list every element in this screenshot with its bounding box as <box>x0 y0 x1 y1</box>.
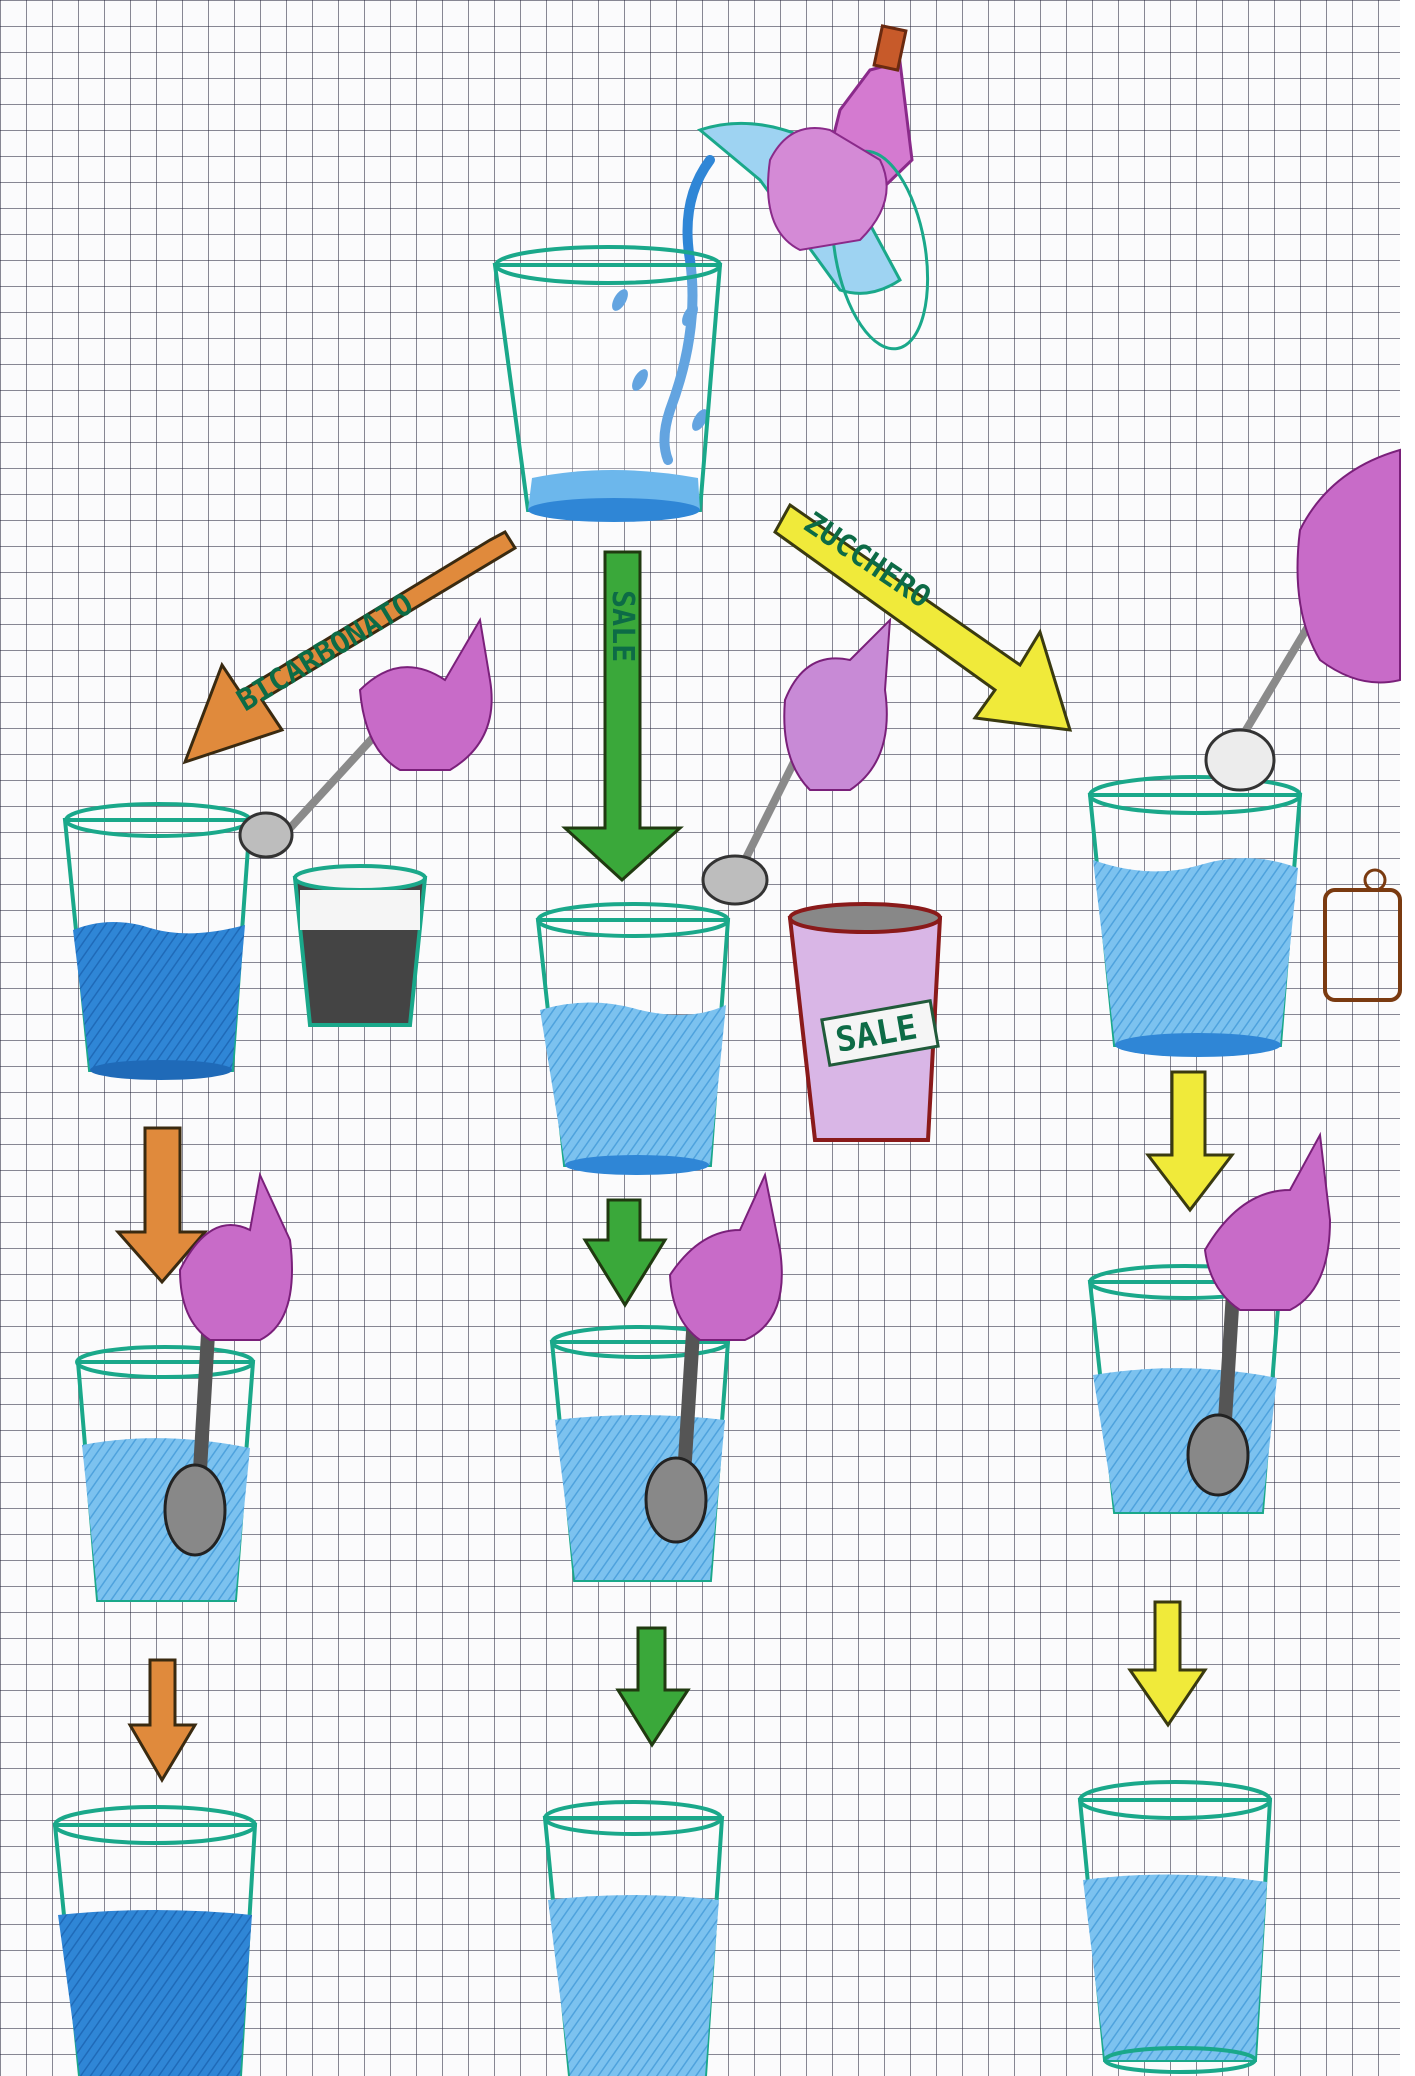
hand-icon <box>360 620 492 770</box>
top-pouring-scene <box>495 26 942 522</box>
hand-icon <box>784 620 890 790</box>
arrow-sale-2 <box>585 1200 665 1305</box>
hand-icon <box>1298 450 1401 683</box>
glass-icon <box>495 247 720 522</box>
label-sale-arrow: SALE <box>605 590 640 662</box>
glass-sale-result <box>545 1802 722 2076</box>
glass-bicarbonato-step2 <box>77 1347 253 1600</box>
arrow-bicarbonato-3 <box>130 1660 195 1780</box>
arrow-sale-3 <box>618 1628 688 1745</box>
hand-icon <box>180 1175 292 1340</box>
glass-bicarbonato-step1 <box>65 804 250 1080</box>
arrow-zucchero-3 <box>1130 1602 1205 1725</box>
glass-sale-step1 <box>538 904 728 1175</box>
glass-zucchero-step1 <box>1090 777 1300 1057</box>
glass-bicarbonato-result <box>55 1807 255 2076</box>
glass-zucchero-result <box>1080 1782 1270 2072</box>
sugar-jar-icon <box>1325 870 1400 1000</box>
salt-box-icon: SALE <box>790 904 940 1140</box>
arrow-sale: SALE <box>565 552 680 880</box>
glass-sale-step2 <box>552 1327 728 1580</box>
bicarbonato-jar-icon <box>295 866 425 1025</box>
arrow-zucchero-2 <box>1148 1072 1232 1210</box>
spoon-icon <box>240 730 380 857</box>
hand-icon <box>670 1175 782 1340</box>
